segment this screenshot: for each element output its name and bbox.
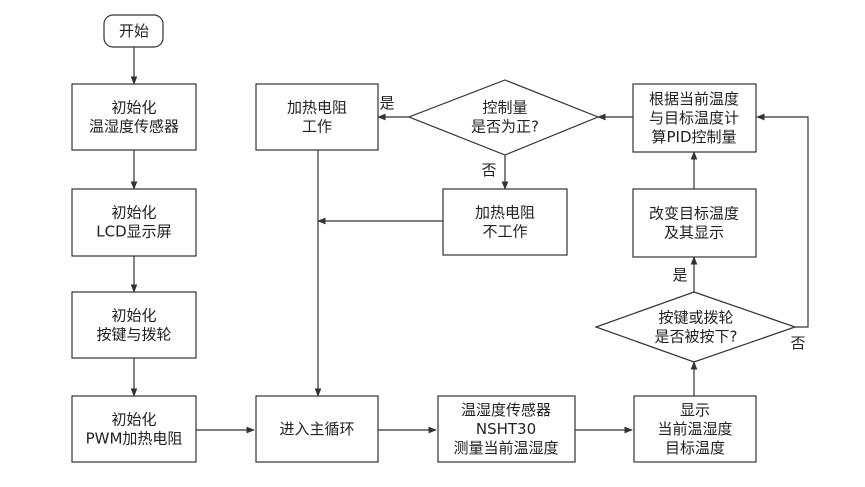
node-init-keys-text: 初始化按键与拨轮 xyxy=(96,307,171,344)
node-measure-shape xyxy=(437,395,576,463)
edges xyxy=(130,47,809,434)
node-init-sensor-text: 初始化温湿度传感器 xyxy=(89,99,179,136)
node-label-line: 开始 xyxy=(119,22,149,40)
node-label-line: 显示 xyxy=(680,401,710,419)
node-control-check-text: 控制量是否为正? xyxy=(471,99,539,136)
node-label-line: 测量当前温湿度 xyxy=(453,439,558,457)
node-start-text: 开始 xyxy=(119,22,149,40)
node-main-loop-shape xyxy=(255,395,379,463)
node-main-loop: 进入主循环 xyxy=(255,395,379,463)
edge-label-key-yes: 是 xyxy=(672,266,687,284)
node-heater-on-text: 加热电阻工作 xyxy=(287,99,347,136)
node-control-check-shape xyxy=(407,79,600,156)
node-main-loop-text: 进入主循环 xyxy=(279,420,354,438)
node-label-line: 不工作 xyxy=(482,223,527,241)
node-heater-on-shape xyxy=(255,83,379,151)
node-compute-pid: 根据当前温度与目标温度计算PID控制量 xyxy=(632,83,757,153)
node-label-line: 是否被按下? xyxy=(655,328,738,346)
node-label-line: 加热电阻 xyxy=(475,204,535,222)
node-label-line: 进入主循环 xyxy=(279,420,354,438)
node-init-lcd-shape xyxy=(71,188,197,257)
node-label-line: 初始化 xyxy=(111,307,156,325)
node-display-shape xyxy=(633,395,757,463)
node-label-line: 算PID控制量 xyxy=(651,128,736,146)
node-heater-off-shape xyxy=(442,188,568,256)
node-init-sensor-shape xyxy=(71,83,197,151)
node-heater-on: 加热电阻工作 xyxy=(255,83,379,151)
node-change-target-text: 改变目标温度及其显示 xyxy=(649,205,739,242)
edge-label-key-no: 否 xyxy=(790,334,805,352)
edge-label-control-no: 否 xyxy=(481,161,496,179)
node-label-line: 目标温度 xyxy=(665,439,725,457)
edge-key-check-no-to-compute-pid xyxy=(756,113,809,328)
node-label-line: 初始化 xyxy=(111,99,156,117)
node-label-line: 改变目标温度 xyxy=(649,205,739,223)
node-init-keys: 初始化按键与拨轮 xyxy=(71,291,197,359)
node-init-keys-shape xyxy=(71,291,197,359)
node-compute-pid-shape xyxy=(632,83,757,153)
node-label-line: NSHT30 xyxy=(476,420,536,438)
node-display-text: 显示当前温湿度目标温度 xyxy=(657,401,732,457)
node-start-shape xyxy=(103,14,164,48)
node-label-line: 按键与拨轮 xyxy=(96,326,171,344)
node-label-line: 温湿度传感器 xyxy=(89,118,179,136)
node-control-check: 控制量是否为正? xyxy=(407,79,600,156)
node-start: 开始 xyxy=(103,14,164,48)
node-label-line: 温湿度传感器 xyxy=(461,401,551,419)
node-label-line: 及其显示 xyxy=(664,224,724,242)
node-label-line: 工作 xyxy=(302,118,332,136)
node-label-line: LCD显示屏 xyxy=(96,223,171,241)
node-key-check-text: 按键或拨轮是否被按下? xyxy=(655,309,738,346)
node-label-line: 初始化 xyxy=(111,204,156,222)
edge-label-control-yes: 是 xyxy=(379,94,394,112)
node-label-line: 初始化 xyxy=(111,411,156,429)
node-init-pwm-shape xyxy=(71,395,197,463)
node-display: 显示当前温湿度目标温度 xyxy=(633,395,757,463)
node-change-target-shape xyxy=(632,188,757,258)
node-heater-off-text: 加热电阻不工作 xyxy=(475,204,535,241)
node-label-line: 根据当前温度 xyxy=(649,90,739,108)
node-init-sensor: 初始化温湿度传感器 xyxy=(71,83,197,151)
node-label-line: 是否为正? xyxy=(471,118,539,136)
node-heater-off: 加热电阻不工作 xyxy=(442,188,568,256)
node-label-line: 按键或拨轮 xyxy=(658,309,733,327)
node-label-line: PWM加热电阻 xyxy=(86,430,183,448)
node-label-line: 与目标温度计 xyxy=(649,109,739,127)
node-label-line: 加热电阻 xyxy=(287,99,347,117)
node-label-line: 当前温湿度 xyxy=(657,420,732,438)
node-key-check: 按键或拨轮是否被按下? xyxy=(594,291,797,363)
node-key-check-shape xyxy=(594,291,797,363)
node-label-line: 控制量 xyxy=(482,99,527,117)
node-compute-pid-text: 根据当前温度与目标温度计算PID控制量 xyxy=(649,90,739,146)
node-change-target: 改变目标温度及其显示 xyxy=(632,188,757,258)
